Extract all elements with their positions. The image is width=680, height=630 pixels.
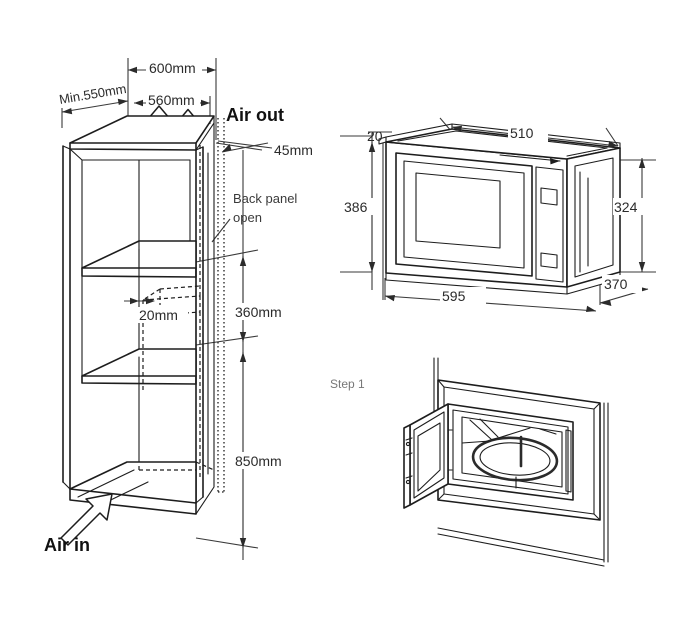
label-step-1: Step 1 xyxy=(330,377,365,391)
label-depth-top: 510 xyxy=(510,125,534,141)
dimension-600mm: 600mm xyxy=(128,59,216,76)
dimension-386: 386 xyxy=(343,142,376,272)
dimension-370: 370 xyxy=(599,275,649,306)
label-side-clearance: 20mm xyxy=(139,307,178,323)
label-niche-height: 360mm xyxy=(235,304,282,320)
label-trim-top: 20 xyxy=(367,128,383,144)
appliance-dimensions-figure xyxy=(340,117,656,305)
label-cabinet-width: 600mm xyxy=(149,60,196,76)
label-front-height: 386 xyxy=(344,199,368,215)
label-floor-height: 850mm xyxy=(235,453,282,469)
dimension-510: 510 xyxy=(451,124,619,148)
dimension-360mm: 360mm xyxy=(233,256,291,342)
dimension-850mm: 850mm xyxy=(233,352,291,548)
label-air-in: Air in xyxy=(44,535,90,555)
dimension-20mm: 20mm xyxy=(124,297,188,323)
dimension-324: 324 xyxy=(613,158,646,272)
dimension-45mm: 45mm xyxy=(217,140,313,158)
back-panel-open-outline xyxy=(217,118,225,493)
label-back-panel-1: Back panel xyxy=(233,191,297,206)
dimension-min550: Min.550mm xyxy=(58,81,129,115)
step1-figure xyxy=(403,357,609,567)
label-niche-width: 560mm xyxy=(148,92,195,108)
cabinet-body xyxy=(62,115,215,515)
label-front-width: 595 xyxy=(442,288,466,304)
label-back-panel-2: open xyxy=(233,210,262,225)
dimension-560mm: 560mm xyxy=(134,92,210,108)
air-in-arrow xyxy=(60,493,113,546)
label-body-height: 324 xyxy=(614,199,638,215)
niche-outline-dashed xyxy=(138,145,215,478)
dimension-20: 20 xyxy=(367,128,392,144)
label-body-depth: 370 xyxy=(604,276,628,292)
note-back-panel-open: Back panel open xyxy=(211,191,297,243)
label-top-gap: 45mm xyxy=(274,142,313,158)
dimension-595: 595 xyxy=(384,287,597,312)
label-air-out: Air out xyxy=(226,105,284,125)
